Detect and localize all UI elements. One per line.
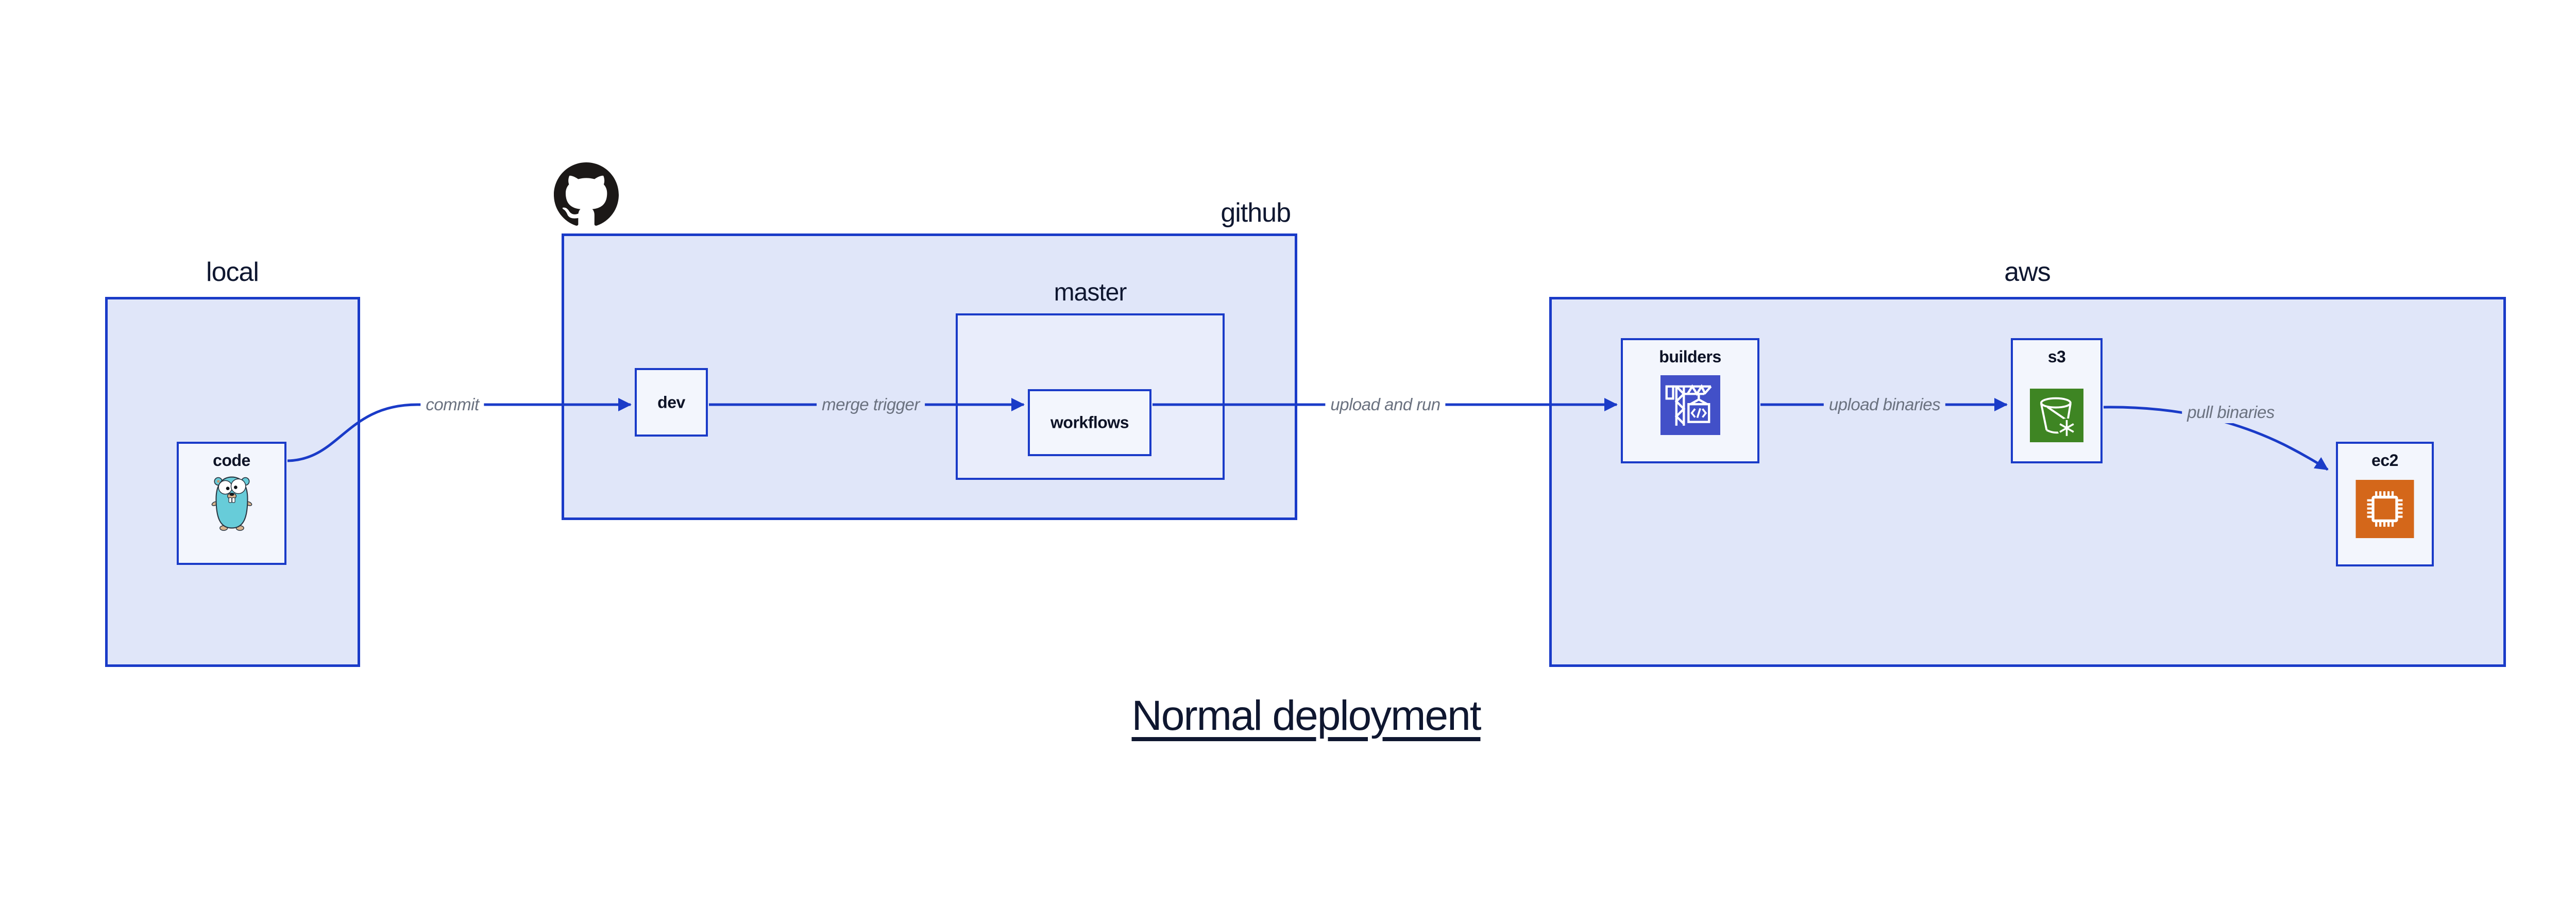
group-title-local: local	[206, 257, 259, 287]
group-title-master: master	[1054, 279, 1127, 306]
node-builders-label: builders	[1659, 347, 1721, 366]
node-ec2: ec2	[2336, 442, 2434, 566]
node-workflows-label: workflows	[1050, 413, 1129, 432]
s3-glacier-bucket-icon	[2030, 389, 2083, 442]
node-workflows: workflows	[1028, 389, 1151, 456]
group-title-aws: aws	[2004, 257, 2050, 287]
github-octocat-icon	[554, 162, 619, 227]
node-code: code	[177, 442, 286, 565]
node-code-label: code	[213, 451, 250, 470]
edge-upload-and-run-label: upload and run	[1325, 394, 1446, 415]
codebuild-crane-icon	[1660, 375, 1720, 435]
node-s3: s3	[2011, 338, 2103, 463]
edge-upload-binaries-label: upload binaries	[1823, 394, 1946, 415]
ec2-chip-icon	[2355, 480, 2414, 538]
node-dev-label: dev	[657, 393, 685, 411]
edge-pull-binaries-label: pull binaries	[2182, 402, 2280, 423]
node-builders: builders	[1621, 338, 1759, 463]
node-dev: dev	[635, 368, 708, 437]
go-gopher-icon	[211, 474, 252, 531]
group-title-github: github	[1221, 198, 1291, 228]
node-s3-label: s3	[2047, 347, 2066, 366]
edge-commit-label: commit	[420, 394, 484, 415]
diagram-title: Normal deployment	[1131, 692, 1482, 739]
node-ec2-label: ec2	[2371, 451, 2398, 470]
edge-merge-trigger-label: merge trigger	[817, 394, 925, 415]
